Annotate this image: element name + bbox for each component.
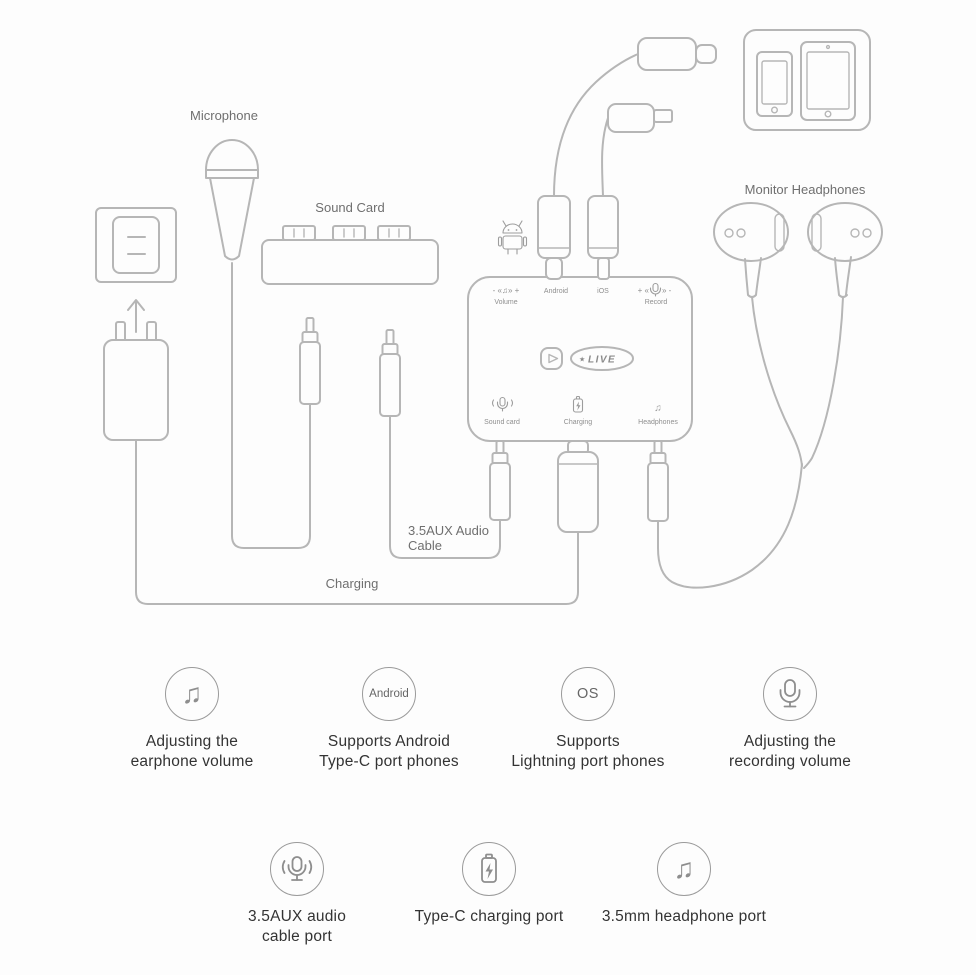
legend-caption-charging-port: Type-C charging port (414, 908, 564, 925)
legend-ios-support: OS Supports Lightning port phones (478, 667, 698, 772)
legend-recording-volume: Adjusting the recording volume (680, 667, 900, 772)
legend-caption-earphone-volume: Adjusting the earphone volume (130, 733, 254, 770)
record-label: Record (645, 299, 668, 306)
music-notes-glyph: ♫ (673, 853, 695, 884)
legend-aux-port: 3.5AUX audio cable port (187, 842, 407, 947)
music-notes-icon: ♫ (657, 842, 711, 896)
os-badge-icon: OS (561, 667, 615, 721)
wall-outlet (95, 207, 177, 283)
charging-cable (135, 439, 579, 605)
sound-card-label: Sound Card (315, 200, 384, 215)
microphone-illustration (205, 139, 259, 261)
earbud-left (713, 202, 789, 298)
legend-caption-headphone-port: 3.5mm headphone port (601, 908, 767, 925)
legend-caption-android-support: Supports Android Type-C port phones (319, 733, 459, 770)
live-star-icon: ★ (579, 356, 585, 364)
microphone-label: Microphone (190, 108, 258, 123)
live-badge: ★ LIVE (570, 346, 634, 371)
monitor-headphones-label: Monitor Headphones (745, 182, 866, 197)
lightning-cable (601, 117, 609, 197)
legend-android-support: Android Supports Android Type-C port pho… (279, 667, 499, 772)
connection-diagram: Microphone Sound Card (95, 29, 883, 605)
earbud-right (807, 202, 883, 298)
earbud-cable-right (803, 296, 844, 469)
sound-card-port-label: Sound card (484, 419, 520, 426)
headphones-port-label: Headphones (638, 419, 678, 426)
supported-devices-box (743, 29, 871, 131)
charging-port-label: Charging (564, 419, 593, 426)
aux-jack-plug-device (489, 440, 511, 521)
usb-c-plug-icon (637, 37, 717, 71)
live-sound-card-device: - «♫» + Volume Android iOS + « » - Recor… (467, 276, 693, 442)
lightning-plug-icon (607, 103, 673, 133)
legend-headphone-port: ♫ 3.5mm headphone port (574, 842, 794, 927)
power-adapter (103, 321, 169, 441)
microphone-icon (763, 667, 817, 721)
music-notes-glyph: ♫ (181, 678, 203, 709)
legend-charging-port: Type-C charging port (379, 842, 599, 927)
os-badge-text: OS (577, 686, 599, 702)
android-badge-icon: Android (362, 667, 416, 721)
legend-earphone-volume: ♫ Adjusting the earphone volume (82, 667, 302, 772)
android-badge-text: Android (369, 688, 409, 700)
ios-port-label: iOS (597, 288, 609, 295)
type-c-charging-connector (557, 440, 599, 533)
record-scale-right: » - (662, 286, 672, 295)
usb-c-connector-android (537, 195, 571, 280)
music-notes-icon: ♫ (165, 667, 219, 721)
sound-card-mixer (261, 225, 439, 285)
battery-bolt-icon-glyph (481, 853, 497, 883)
aux-audio-cable-line (389, 415, 501, 559)
record-scale-left: + « (638, 286, 650, 295)
record-mic-icon (649, 282, 662, 297)
phone-icon (756, 51, 793, 117)
microphone-cable (231, 262, 311, 549)
legend-caption-ios-support: Supports Lightning port phones (511, 733, 665, 770)
sound-card-port-icon (491, 396, 514, 412)
charging-cable-label: Charging (326, 576, 379, 591)
aux-mic-icon (270, 842, 324, 896)
aux-cable-label-line1: 3.5AUX Audio (408, 523, 489, 538)
android-robot-icon (497, 220, 528, 255)
microphone-jack-plug (299, 317, 321, 405)
charging-port-icon (572, 395, 584, 413)
plug-direction-arrow-icon (127, 299, 145, 333)
type-c-battery-icon (462, 842, 516, 896)
aux-cable-label-line2: Cable (408, 538, 442, 553)
volume-label: Volume (494, 299, 517, 306)
earbud-cable-left (751, 296, 803, 467)
legend-caption-recording-volume: Adjusting the recording volume (728, 733, 852, 770)
headphones-port-icon: ♫ (654, 403, 662, 414)
usb-c-cable (553, 53, 639, 197)
legend-caption-aux-port: 3.5AUX audio cable port (247, 908, 347, 945)
volume-scale: - «♫» + (493, 286, 520, 295)
tablet-icon (800, 41, 856, 121)
aux-mic-icon-glyph (281, 856, 313, 881)
microphone-icon-glyph (779, 679, 801, 708)
headphone-cable-merged (657, 463, 803, 589)
android-port-label: Android (544, 288, 568, 295)
play-button-icon (540, 347, 563, 370)
headphone-jack-plug (647, 440, 669, 522)
aux-jack-plug-top (379, 329, 401, 417)
lightning-connector-ios (587, 195, 619, 280)
live-label: LIVE (588, 355, 616, 366)
